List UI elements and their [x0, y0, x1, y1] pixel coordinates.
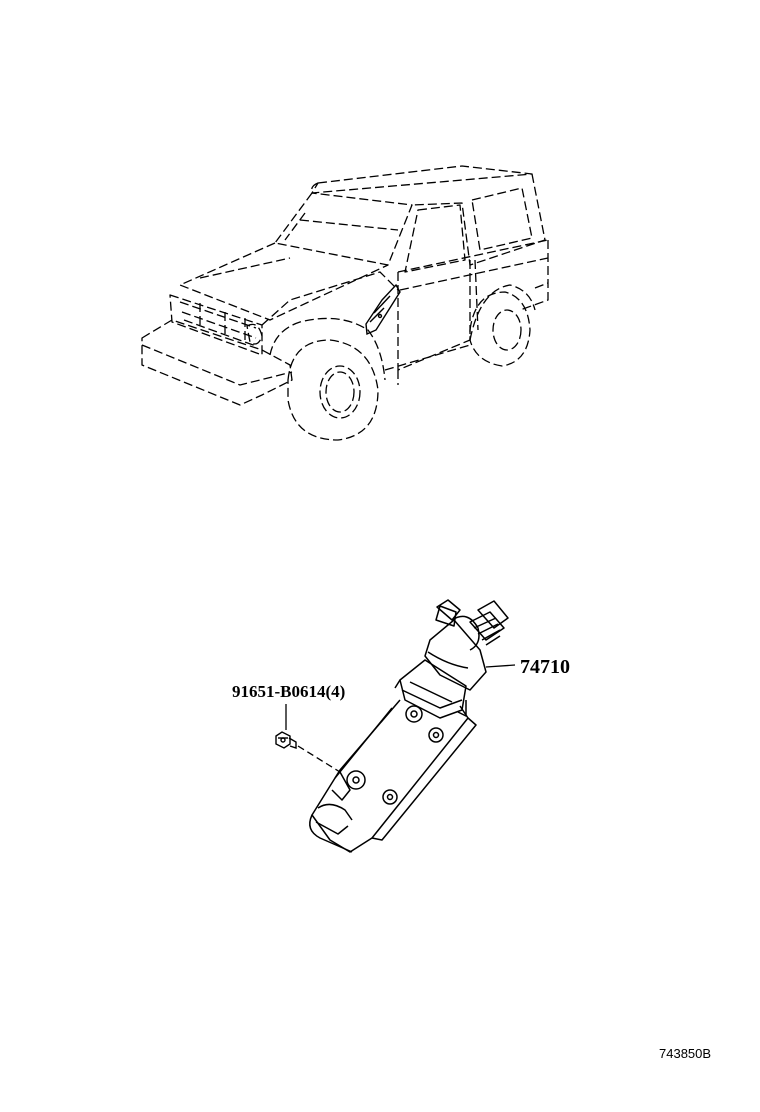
ash-receptacle-assembly — [309, 599, 509, 853]
fastener-part-label: 91651-B0614(4) — [232, 682, 345, 701]
part-location-marker — [365, 283, 401, 336]
install-line — [297, 745, 341, 773]
vehicle-illustration — [141, 165, 549, 441]
diagram-reference: 743850B — [659, 1046, 711, 1061]
leader-line-main — [485, 664, 516, 668]
main-part-label: 74710 — [520, 656, 570, 678]
screw — [275, 731, 297, 749]
